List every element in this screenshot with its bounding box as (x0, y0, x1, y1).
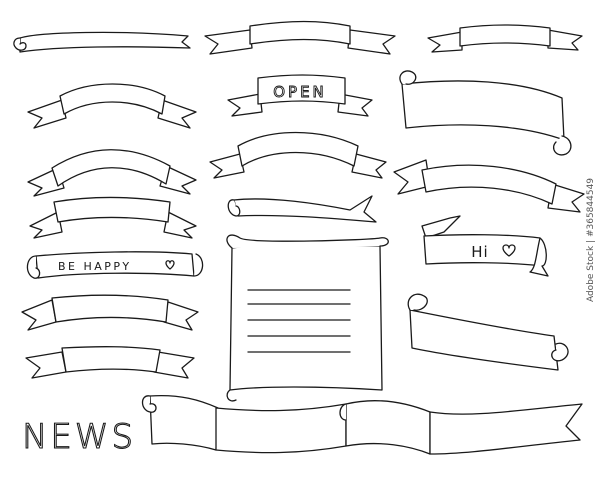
ribbon-scroll-tail (227, 195, 377, 223)
ribbon-flat-3 (21, 294, 199, 331)
ribbon-scroll-torn (13, 31, 191, 53)
ribbon-arched-1 (27, 83, 197, 129)
ribbon-flat-2 (29, 196, 197, 239)
ribbon-hi-label: Hi (471, 243, 488, 261)
heart-icon (165, 260, 175, 270)
watermark: Adobe Stock | #365844549 (586, 178, 596, 302)
ribbon-open: OPEN (227, 74, 373, 117)
heart-icon (502, 244, 516, 257)
ribbon-curved-1 (209, 131, 387, 179)
ribbon-be-happy: BE HAPPY (26, 251, 204, 279)
ribbon-wavy-1 (393, 159, 585, 213)
ribbon-swallowtail-flat-1 (204, 20, 396, 55)
scroll-paper-lined (226, 234, 389, 402)
ribbon-scroll-large-2 (407, 293, 569, 371)
ribbon-hi: Hi (421, 215, 549, 277)
ribbon-scroll-large-1 (399, 70, 572, 156)
watermark-text: Adobe Stock | #365844549 (586, 178, 596, 302)
ribbon-long-scroll (141, 394, 583, 455)
ribbon-be-happy-label: BE HAPPY (58, 260, 132, 273)
news-lettering: NEWS (22, 417, 136, 457)
ribbon-swallowtail-small (427, 24, 583, 53)
ribbon-arched-2 (27, 149, 197, 197)
ribbon-flat-4 (25, 346, 195, 379)
ribbon-open-label: OPEN (273, 83, 327, 101)
